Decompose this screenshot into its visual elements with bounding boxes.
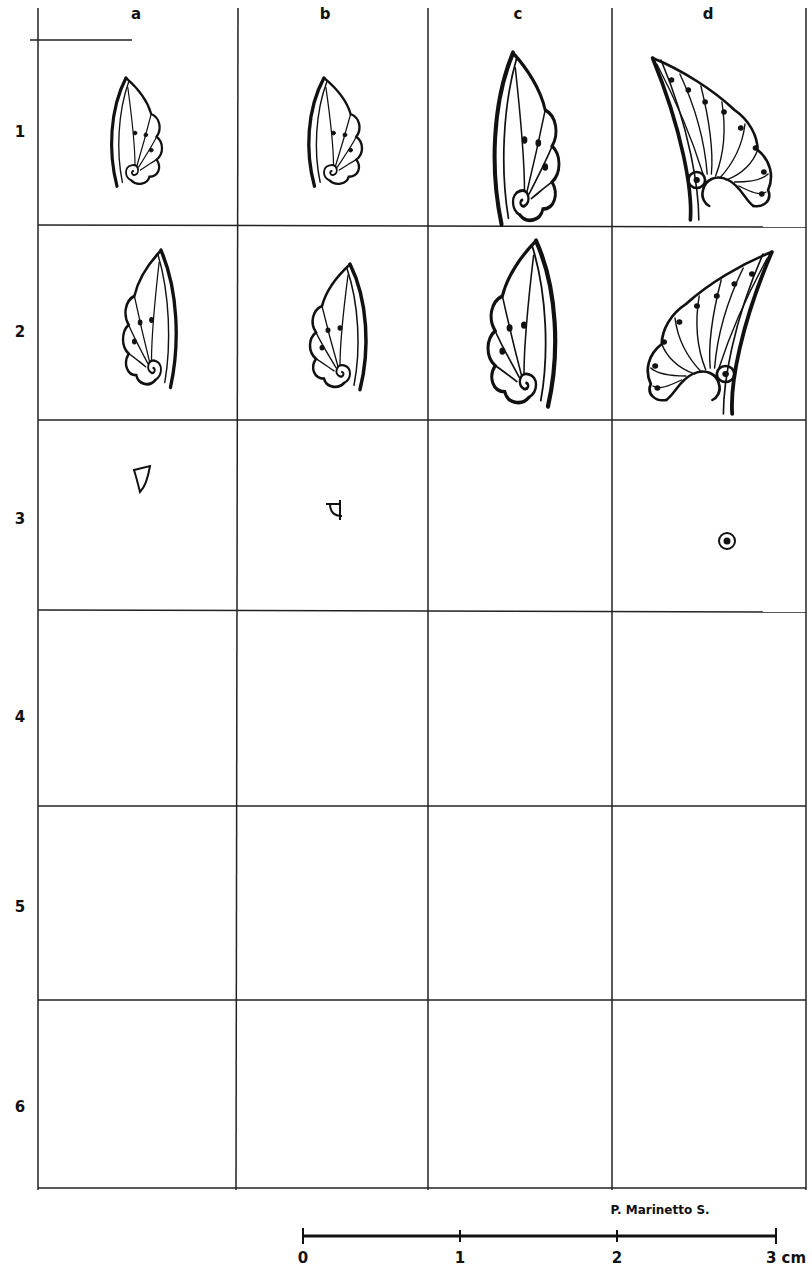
scale-number: 2 <box>612 1251 622 1266</box>
row-number: 6 <box>15 1100 25 1115</box>
row-number: 3 <box>15 512 25 527</box>
scale-number: 0 <box>298 1251 308 1266</box>
row-number: 5 <box>15 900 25 915</box>
column-letter: d <box>703 7 714 22</box>
column-letter: a <box>131 7 141 22</box>
row-number: 4 <box>15 710 25 725</box>
row-number: 2 <box>15 325 25 340</box>
row-number: 1 <box>15 125 25 140</box>
scale-number: 1 <box>455 1251 465 1266</box>
column-letter: b <box>320 7 331 22</box>
signature: P. Marinetto S. <box>610 1204 709 1216</box>
scale-number: 3 cm <box>766 1251 806 1266</box>
column-letter: c <box>514 7 523 22</box>
